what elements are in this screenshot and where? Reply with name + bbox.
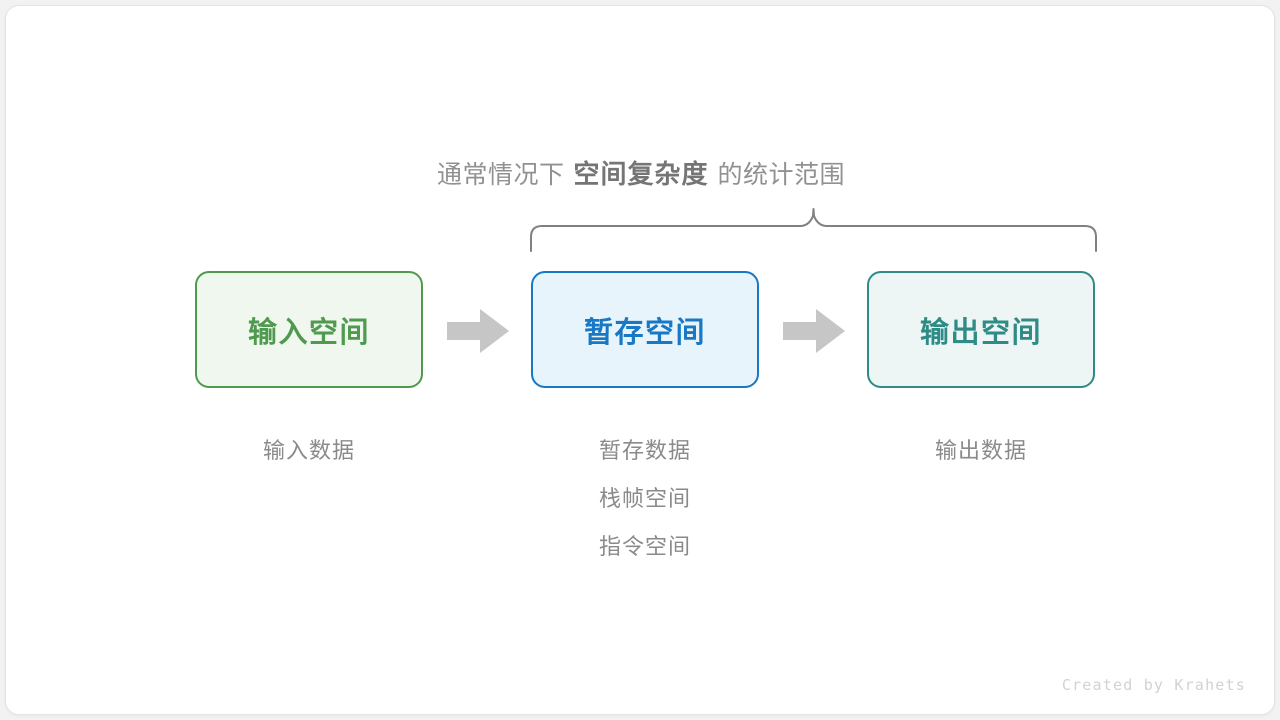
stage-box-output[interactable]: 输出空间 <box>867 271 1095 388</box>
arrow-right-icon <box>783 309 845 353</box>
stage-sublabels-output: 输出数据 <box>867 427 1095 475</box>
stage-sublabels-temp: 暂存数据 栈帧空间 指令空间 <box>531 427 759 571</box>
stage-sublabels-input: 输入数据 <box>195 427 423 475</box>
curly-brace-icon <box>530 208 1097 252</box>
sublabel-item: 栈帧空间 <box>598 486 691 511</box>
sublabel-item: 暂存数据 <box>598 438 691 463</box>
stage-box-temp-label: 暂存空间 <box>583 316 706 349</box>
sublabel-item: 输入数据 <box>262 438 355 463</box>
sublabel-item: 指令空间 <box>598 534 691 559</box>
credit-text: Created by Krahets <box>1061 676 1246 694</box>
diagram-card: 通常情况下空间复杂度的统计范围 输入空间 暂存空间 输出空间 输入数据 暂存数据… <box>5 5 1275 715</box>
caption-prefix: 通常情况下 <box>436 161 565 189</box>
stage-box-temp[interactable]: 暂存空间 <box>531 271 759 388</box>
caption-emphasis: 空间复杂度 <box>573 159 709 189</box>
sublabel-item: 输出数据 <box>934 438 1027 463</box>
brace-caption: 通常情况下空间复杂度的统计范围 <box>6 154 1274 191</box>
caption-suffix: 的统计范围 <box>717 161 846 189</box>
stage-box-input[interactable]: 输入空间 <box>195 271 423 388</box>
arrow-right-icon <box>447 309 509 353</box>
stage-box-input-label: 输入空间 <box>247 316 370 349</box>
stage-box-output-label: 输出空间 <box>919 316 1042 349</box>
